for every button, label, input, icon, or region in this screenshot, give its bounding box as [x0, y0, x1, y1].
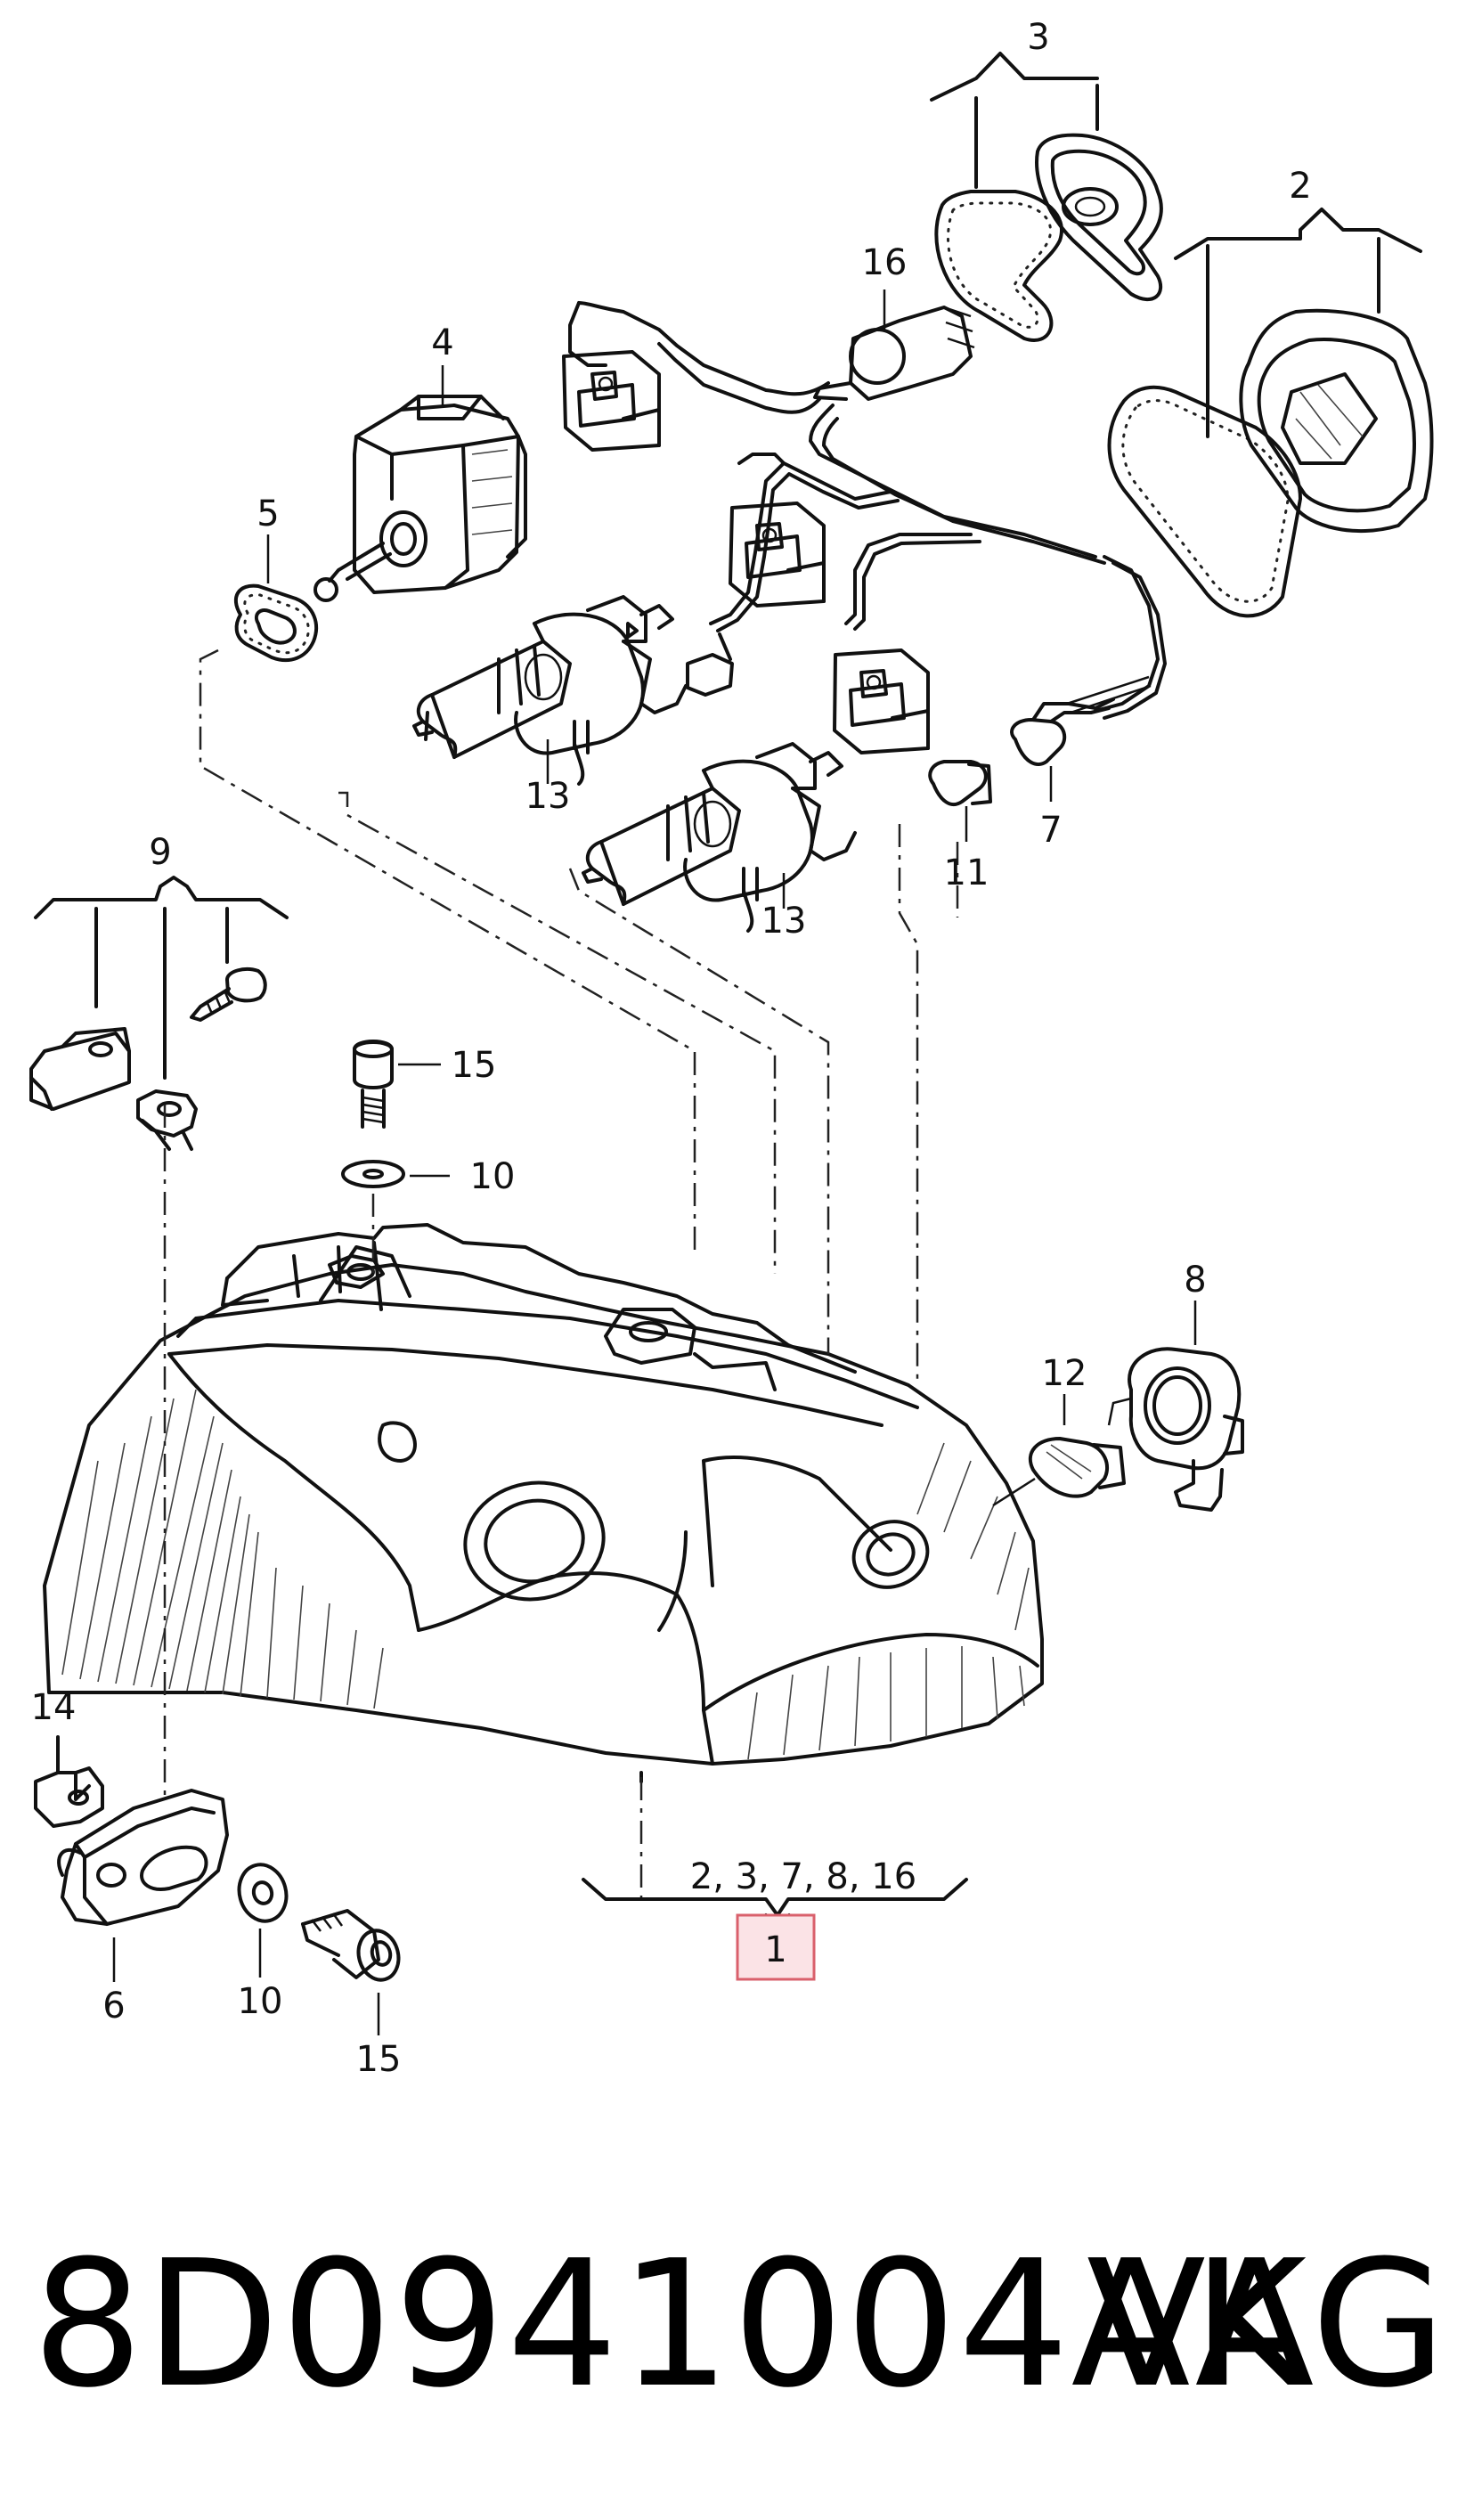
callout-3: 3: [1027, 17, 1049, 58]
callout-16: 16: [862, 242, 908, 283]
part-13-bulb-upper: [412, 595, 688, 786]
callout-assembly-includes: 2, 3, 7, 8, 16: [690, 1856, 916, 1897]
brand-name: VAG: [1086, 2223, 1446, 2426]
harness-connector-top: [562, 350, 661, 452]
part-13-bulb-lower: [582, 742, 857, 933]
part-12-indicator-bulb: [992, 1394, 1126, 1507]
callout-6: 6: [102, 1986, 125, 2027]
callout-10-lower: 10: [238, 1981, 283, 2022]
callout-15-upper: 15: [452, 1045, 497, 1086]
assembly-bracket-part-1: [582, 1878, 968, 1981]
part-3-seal-set: [930, 52, 1163, 342]
part-9-fastener-set: [29, 876, 289, 1151]
callout-2: 2: [1289, 166, 1311, 207]
assembly-lines: [163, 648, 959, 1897]
part-6-mounting-bracket: [57, 1789, 229, 1982]
callout-8: 8: [1184, 1260, 1206, 1301]
footer: 8D0941004AK VAG: [0, 2218, 1482, 2432]
callout-11: 11: [944, 852, 989, 893]
callout-12: 12: [1042, 1353, 1087, 1394]
part-8-socket-housing: [1107, 1301, 1244, 1512]
callout-10-upper: 10: [470, 1156, 516, 1197]
part-11-parking-bulb: [928, 760, 992, 842]
harness-connector-middle: [729, 502, 826, 608]
part-7-bulb-holder: [1010, 675, 1152, 802]
callout-1: 1: [764, 1929, 786, 1970]
part-15-screw-upper: [353, 1040, 441, 1129]
callout-15-lower: 15: [356, 2039, 402, 2080]
callout-5: 5: [256, 493, 279, 534]
part-4-xenon-module: [314, 365, 527, 602]
callout-4: 4: [431, 322, 453, 363]
part-5-sealing-ring: [233, 534, 319, 663]
callout-7: 7: [1039, 810, 1062, 851]
callout-14: 14: [31, 1687, 77, 1728]
callout-13-lower: 13: [761, 901, 807, 942]
part-10-washer-lower: [237, 1863, 289, 1978]
callout-labels: 1 2 3 4 5 6 7 8 9 10 10 11 12 13 13 14 1…: [31, 17, 1312, 2080]
harness-connector-bottom: [833, 648, 930, 754]
part-15-screw-lower: [301, 1909, 401, 2035]
part-14-bracket: [34, 1735, 104, 1828]
part-number: 8D0941004AK: [32, 2223, 1309, 2426]
part-2-cover-cap: [1107, 208, 1434, 618]
part-1-headlight-housing: [43, 1223, 1044, 1783]
callout-9: 9: [149, 832, 171, 873]
highlighted-callout-box: [736, 1913, 816, 1981]
harness-flat-connector: [686, 632, 734, 697]
callout-13-upper: 13: [525, 776, 571, 817]
part-10-washer-upper: [341, 1160, 450, 1188]
